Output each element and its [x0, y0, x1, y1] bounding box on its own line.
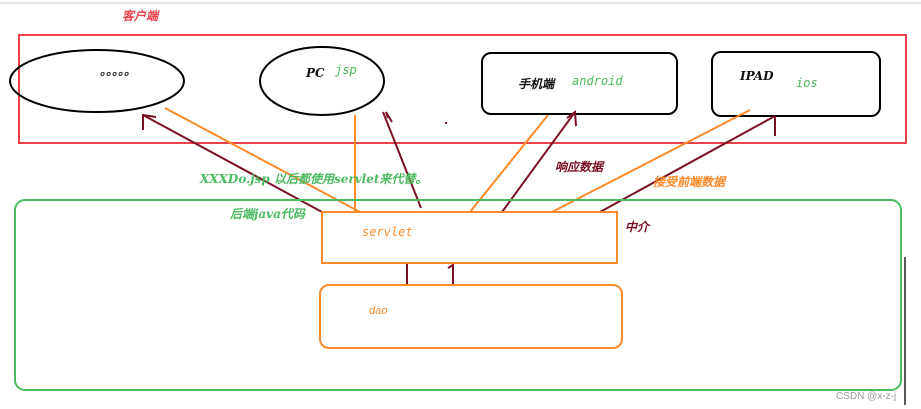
response-arrow-4 — [599, 115, 776, 213]
arrowhead-3 — [566, 110, 577, 127]
response-arrow-1 — [142, 114, 323, 213]
client-other-label: 。。。。。 — [100, 64, 136, 78]
middle-label: 中介 — [625, 220, 651, 234]
pc-node — [259, 46, 385, 116]
servlet-box — [321, 211, 618, 264]
response-arrow-3 — [501, 111, 576, 213]
client-container — [18, 34, 907, 144]
mobile-node — [481, 52, 678, 115]
request-line-1 — [164, 107, 361, 213]
request-line-3 — [469, 114, 549, 213]
dao-label: dao — [369, 305, 387, 317]
backend-label: 后端java代码 — [229, 207, 306, 221]
arrowhead-2 — [385, 111, 393, 123]
dao-link-2 — [447, 263, 454, 285]
pc-label: PC — [305, 66, 325, 80]
response-arrow-2 — [382, 111, 422, 209]
request-line-4 — [551, 109, 751, 213]
android-label: android — [572, 74, 623, 88]
client-other-node — [9, 49, 185, 113]
dot — [445, 122, 447, 124]
ios-label: ios — [796, 76, 818, 90]
servlet-label: servlet — [362, 225, 413, 239]
receive-label: 接受前端数据 — [653, 175, 727, 189]
connectors — [142, 107, 776, 285]
ipad-node — [711, 51, 881, 117]
jsp-label: jsp — [335, 63, 357, 77]
mobile-label: 手机端 — [518, 77, 556, 91]
response-label: 响应数据 — [555, 160, 605, 174]
client-title: 客户端 — [122, 9, 160, 23]
ipad-label: IPAD — [739, 69, 774, 83]
watermark: CSDN @x-z-j — [836, 391, 896, 402]
backend-container — [14, 199, 902, 391]
dao-box — [319, 284, 623, 349]
arrowhead-1 — [142, 113, 157, 130]
jsp-note: XXXDo.jsp 以后都使用servlet来代替。 — [199, 172, 427, 186]
